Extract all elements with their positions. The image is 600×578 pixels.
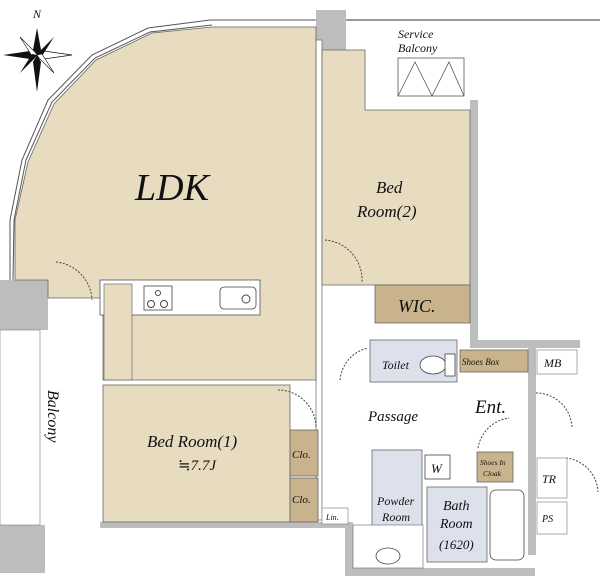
washer-label: W <box>431 461 443 476</box>
toilet-icon <box>419 355 447 375</box>
bath-label: Bath <box>443 499 469 514</box>
service-balcony-label: Balcony <box>398 41 438 55</box>
bedroom2-label: Bed <box>376 178 403 197</box>
room-wic <box>374 284 471 324</box>
room-bedroom-2 <box>321 49 471 286</box>
closet2-label: Clo. <box>292 494 311 506</box>
tr-label: TR <box>542 472 557 486</box>
closet1-label: Clo. <box>292 449 311 461</box>
mb-label: MB <box>543 356 562 370</box>
linen-closet <box>321 507 349 525</box>
bedroom1-size: ≒7.7J <box>178 458 217 474</box>
powder-label: Room <box>381 510 410 524</box>
service-balcony-label: Service <box>398 27 434 41</box>
ldk-label: LDK <box>134 167 211 209</box>
room-bath <box>426 486 488 563</box>
entrance-label: Ent. <box>474 397 506 418</box>
ps-label: PS <box>541 514 553 525</box>
room-bedroom-1 <box>102 384 291 523</box>
meter-box <box>536 349 578 375</box>
bedroom1-label: Bed Room(1) <box>147 432 238 451</box>
shoes-in-cloak <box>476 451 514 483</box>
shoes-in-cloak-label: Shoes In <box>480 458 506 467</box>
closet-1 <box>289 429 319 477</box>
sink-icon <box>219 286 257 310</box>
door-swing <box>55 261 93 301</box>
closet-2 <box>289 477 319 523</box>
north-label: N <box>32 7 42 21</box>
washbasin-icon <box>375 547 401 565</box>
powder-label: Powder <box>376 494 415 508</box>
bedroom2-label: Room(2) <box>356 202 417 221</box>
compass-icon: N <box>3 7 73 92</box>
balcony-label: Balcony <box>44 390 61 443</box>
shoes-in-cloak-label: Cloak <box>483 469 502 478</box>
bath-label: Room <box>439 517 473 532</box>
passage-label: Passage <box>367 409 418 425</box>
pillar <box>0 280 48 330</box>
wic-label: WIC. <box>398 296 436 316</box>
washer-space <box>424 454 451 480</box>
shoes-box-label: Shoes Box <box>462 357 499 367</box>
balcony <box>0 329 41 526</box>
service-balcony <box>362 25 470 100</box>
linen-label: Lin. <box>325 513 339 522</box>
bath-size: (1620) <box>439 537 474 552</box>
toilet-label: Toilet <box>382 358 410 372</box>
shoes-box <box>459 349 529 373</box>
walls <box>9 19 600 282</box>
bathtub-icon <box>489 489 525 561</box>
pillar <box>0 525 45 573</box>
